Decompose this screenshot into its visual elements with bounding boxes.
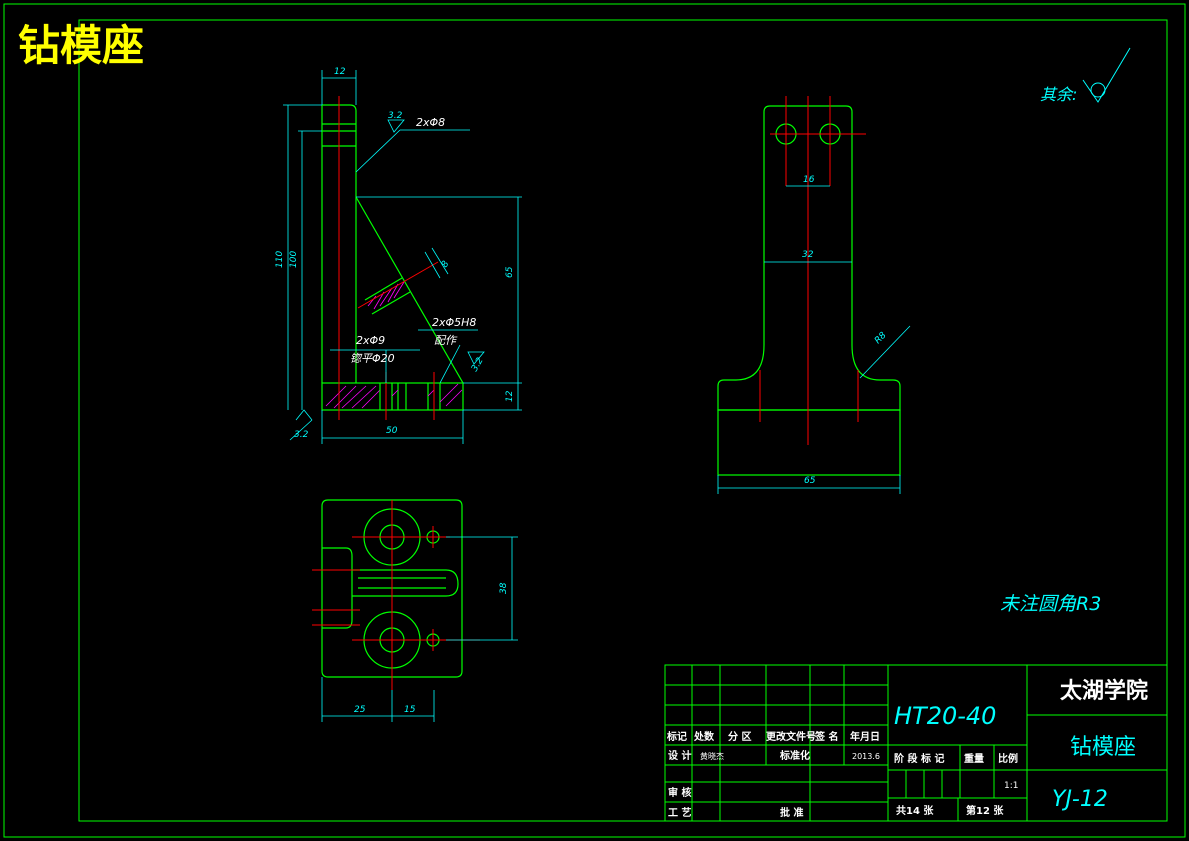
dim-base-height: 12 [505,390,515,402]
front-view: 12 110 100 65 12 50 8 2xΦ8 3.2 2xΦ9 锪平Φ2… [275,67,522,444]
outer-border [3,3,1186,838]
side-view: 16 32 R8 65 [717,96,911,494]
fillet-note: 未注圆角R3 [1000,593,1101,615]
approve-label: 批 准 [780,806,803,819]
inner-frame [78,19,1168,822]
drawing-number: YJ-12 [1052,787,1108,812]
designer: 黄晓杰 [700,751,724,761]
callout-counterbore-holes: 2xΦ9 [356,334,385,347]
side-dim-hole-spacing: 16 [803,175,815,185]
header-zone: 分 区 [728,730,751,743]
header-sign: 签 名 [814,730,838,743]
top-view: 38 25 15 [312,499,518,722]
svg-text:3.2: 3.2 [388,111,403,121]
dim-top-width: 12 [334,67,346,77]
callout-top-holes: 2xΦ8 [416,116,445,129]
header-change-doc: 更改文件号 [766,730,816,743]
surface-roughness-symbol-general [1082,47,1131,103]
front-view-outline [321,104,357,383]
header-mark: 标记 [666,730,687,743]
stage-label: 阶 段 标 记 [894,752,944,765]
top-dim-hole-spacing: 38 [499,582,509,594]
roughness-bottom: 3.2 [289,409,313,441]
dim-hole-dia: 8 [440,259,452,269]
side-dim-upright-width: 32 [802,250,814,260]
hatch-left [325,385,381,409]
design-date: 2013.6 [852,752,880,761]
material: HT20-40 [894,702,996,730]
drawing-title: 钻模座 [18,21,144,70]
roughness-pin: 3.2 [467,351,486,374]
dim-overall-height: 110 [275,251,285,268]
title-block: HT20-40 太湖学院 钻模座 YJ-12 标记 处数 分 区 更改文件号 签… [664,664,1168,822]
process-label: 工 艺 [668,806,691,819]
roughness-top: 3.2 [387,111,405,133]
top-view-outline [321,499,463,678]
angled-hole-section [357,247,449,315]
sheet-index: 第12 张 [966,804,1004,817]
design-label: 设 计 [668,749,691,762]
side-dim-base-width: 65 [804,476,816,486]
side-dim-fillet: R8 [873,330,889,346]
review-label: 审 核 [668,786,691,799]
svg-text:3.2: 3.2 [470,356,486,374]
top-dim-x-offset: 25 [354,705,366,715]
top-dim-pin-offset: 15 [404,705,416,715]
dim-upright-height: 100 [289,251,299,268]
header-count: 处数 [693,730,715,743]
svg-text:3.2: 3.2 [294,430,309,440]
sheet-total: 共14 张 [896,804,934,817]
scale-label: 比例 [998,752,1018,765]
weight-label: 重量 [964,752,984,765]
callout-counterbore: 锪平Φ20 [350,352,395,365]
dim-base-width: 50 [386,426,398,436]
part-name: 钻模座 [1070,735,1136,760]
callout-pin-note: 配作 [434,334,458,347]
scale-value: 1:1 [1004,781,1018,791]
side-view-base [717,409,901,476]
standardize-label: 标准化 [779,749,810,762]
organization: 太湖学院 [1060,678,1148,704]
dim-slope-height: 65 [505,266,515,278]
callout-pin-holes: 2xΦ5H8 [432,316,476,329]
header-date: 年月日 [850,730,880,743]
surface-note: 其余: [1040,85,1077,104]
